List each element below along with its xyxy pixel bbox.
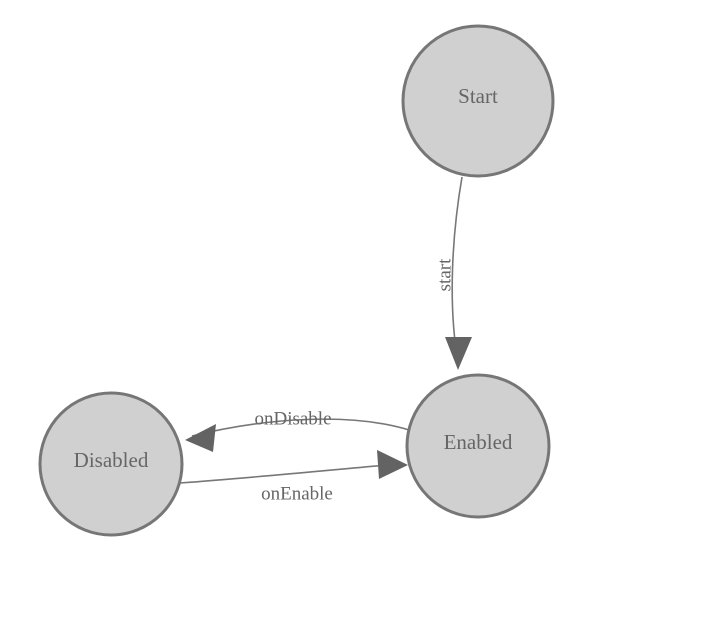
- node-start-label: Start: [458, 84, 498, 108]
- node-group: Start Enabled Disabled: [38, 24, 555, 537]
- edge-start-to-enabled-arrowhead: [445, 337, 472, 370]
- edge-enabled-to-disabled-path: [191, 418, 410, 437]
- edge-start-to-enabled[interactable]: start: [434, 176, 472, 370]
- edge-enabled-to-disabled[interactable]: onDisable: [185, 408, 410, 452]
- edge-disabled-to-enabled-label: onEnable: [261, 483, 333, 504]
- edge-enabled-to-disabled-arrowhead: [185, 424, 216, 452]
- node-enabled[interactable]: Enabled: [405, 373, 551, 519]
- node-enabled-circle: [405, 373, 551, 519]
- node-start[interactable]: Start: [401, 24, 555, 178]
- edge-start-to-enabled-label: start: [434, 258, 455, 291]
- node-disabled[interactable]: Disabled: [38, 391, 184, 537]
- node-disabled-label: Disabled: [74, 448, 149, 472]
- edge-disabled-to-enabled[interactable]: onEnable: [179, 450, 408, 504]
- edge-group: start onDisable onEnable: [179, 176, 472, 504]
- edge-enabled-to-disabled-label: onDisable: [254, 408, 331, 429]
- node-disabled-circle: [38, 391, 184, 537]
- edge-disabled-to-enabled-arrowhead: [377, 450, 408, 479]
- edge-disabled-to-enabled-path: [179, 463, 399, 484]
- node-start-circle: [401, 24, 555, 178]
- node-enabled-label: Enabled: [444, 430, 513, 454]
